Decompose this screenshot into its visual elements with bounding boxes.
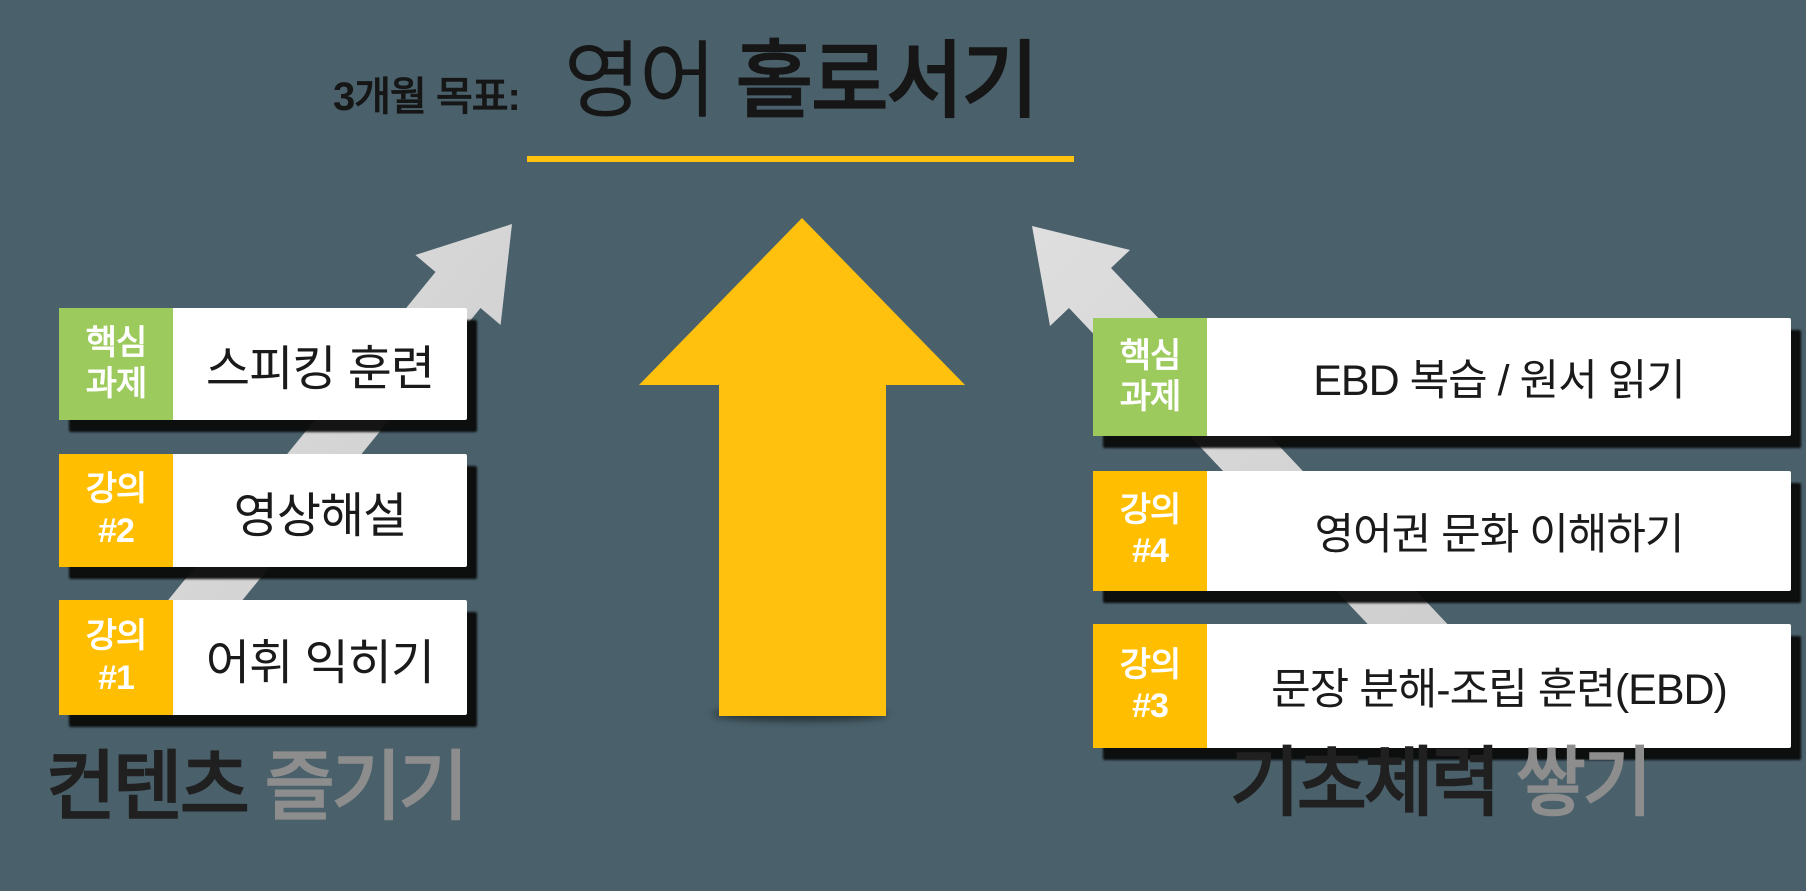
task-card-english-culture: 강의 #4 영어권 문화 이해하기	[1093, 471, 1791, 591]
task-card-vocabulary: 강의 #1 어휘 익히기	[59, 600, 467, 715]
caption-main: 기초체력	[1230, 741, 1501, 826]
task-card-sentence-ebd-training: 강의 #3 문장 분해-조립 훈련(EBD)	[1093, 624, 1791, 748]
caption-main: 컨텐츠	[46, 745, 250, 830]
task-card-video-commentary: 강의 #2 영상해설	[59, 454, 467, 567]
tag-line: #2	[98, 511, 135, 550]
goal-title-main-regular: 영어	[563, 34, 717, 128]
task-card-ebd-review-reading: 핵심 과제 EBD 복습 / 원서 읽기	[1093, 318, 1791, 436]
title-underline	[527, 156, 1074, 162]
tag-line: #1	[98, 658, 135, 697]
center-up-arrow	[639, 218, 965, 716]
tag-line: 핵심	[1119, 336, 1182, 375]
card-tag-lecture-3: 강의 #3	[1093, 624, 1207, 748]
card-tag-core-task: 핵심 과제	[59, 308, 173, 420]
goal-title-main: 영어 홀로서기	[563, 14, 1039, 135]
tag-line: 강의	[85, 470, 148, 509]
tag-line: 핵심	[85, 323, 148, 362]
card-tag-core-task: 핵심 과제	[1093, 318, 1207, 436]
caption-sub: 즐기기	[264, 745, 469, 830]
goal-title-main-heavy: 홀로서기	[735, 34, 1039, 128]
card-text: 영어권 문화 이해하기	[1314, 511, 1685, 559]
tag-line: 과제	[1119, 378, 1182, 416]
card-text: 어휘 익히기	[205, 636, 435, 690]
tag-line: 과제	[85, 365, 148, 403]
card-text: EBD 복습 / 원서 읽기	[1313, 357, 1686, 405]
goal-title: 3개월 목표: 영어 홀로서기	[333, 14, 1039, 135]
tag-line: 강의	[85, 617, 148, 656]
task-card-speaking-training: 핵심 과제 스피킹 훈련	[59, 308, 467, 420]
tag-line: #4	[1132, 532, 1169, 570]
caption-sub: 쌓기	[1515, 741, 1653, 826]
card-text: 문장 분해-조립 훈련(EBD)	[1271, 666, 1728, 714]
card-text: 영상해설	[233, 489, 408, 543]
tag-line: #3	[1132, 687, 1169, 725]
card-tag-lecture-4: 강의 #4	[1093, 471, 1207, 591]
goal-title-prefix: 3개월 목표:	[333, 75, 521, 119]
card-text: 스피킹 훈련	[205, 343, 435, 396]
tag-line: 강의	[1119, 645, 1182, 684]
card-tag-lecture-1: 강의 #1	[59, 600, 173, 715]
card-tag-lecture-2: 강의 #2	[59, 454, 173, 567]
tag-line: 강의	[1119, 490, 1182, 529]
